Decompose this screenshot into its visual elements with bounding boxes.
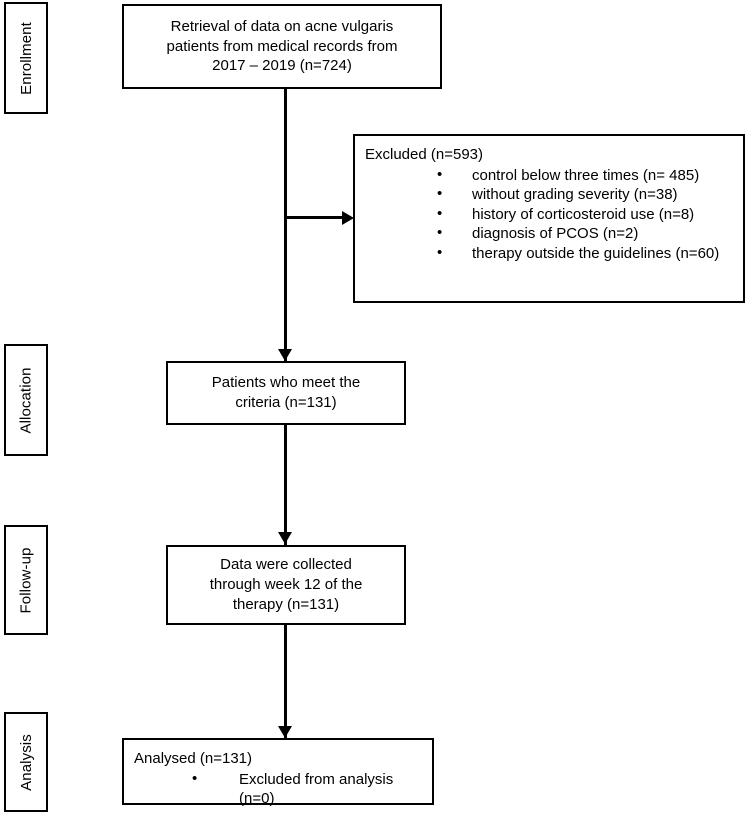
box-collected-text: Data were collected through week 12 of t…	[209, 556, 363, 613]
box-analysed: Analysed (n=131) Excluded from analysis …	[122, 738, 434, 807]
list-item: diagnosis of PCOS (n=2)	[365, 223, 733, 244]
box-analysed-heading: Analysed (n=131)	[134, 750, 252, 767]
arrow-head-retrieval-to-criteria	[278, 349, 292, 361]
box-analysed-list: Excluded from analysis (n=0)	[134, 769, 422, 809]
box-collected: Data were collected through week 12 of t…	[166, 545, 406, 625]
arrow-head-collected-to-analysed	[278, 726, 292, 738]
box-retrieval: Retrieval of data on acne vulgaris patie…	[122, 4, 442, 89]
box-retrieval-text: Retrieval of data on acne vulgaris patie…	[166, 17, 398, 75]
list-item: control below three times (n= 485)	[365, 165, 733, 186]
connector-retrieval-to-criteria	[284, 89, 287, 367]
stage-label-followup: Follow-up	[4, 525, 48, 635]
stage-label-allocation: Allocation	[4, 344, 48, 456]
box-excluded-heading: Excluded (n=593)	[365, 146, 483, 163]
connector-trunk-to-excluded	[284, 216, 346, 219]
stage-label-analysis-text: Analysis	[17, 733, 35, 791]
arrow-head-criteria-to-collected	[278, 532, 292, 544]
box-criteria-text: Patients who meet the criteria (n=131)	[211, 374, 361, 411]
stage-label-enrollment: Enrollment	[4, 2, 48, 114]
stage-label-followup-text: Follow-up	[17, 547, 35, 613]
stage-label-enrollment-text: Enrollment	[17, 21, 35, 95]
connector-criteria-to-collected	[284, 425, 287, 545]
connector-collected-to-analysed	[284, 625, 287, 739]
list-item: Excluded from analysis (n=0)	[134, 769, 422, 809]
box-excluded-list: control below three times (n= 485) witho…	[365, 165, 733, 264]
box-excluded: Excluded (n=593) control below three tim…	[353, 134, 745, 303]
list-item: without grading severity (n=38)	[365, 184, 733, 205]
box-criteria: Patients who meet the criteria (n=131)	[166, 361, 406, 425]
stage-label-analysis: Analysis	[4, 712, 48, 812]
arrow-head-trunk-to-excluded	[342, 211, 354, 225]
list-item: therapy outside the guidelines (n=60)	[365, 243, 733, 264]
stage-label-allocation-text: Allocation	[17, 366, 35, 434]
list-item: history of corticosteroid use (n=8)	[365, 204, 733, 225]
